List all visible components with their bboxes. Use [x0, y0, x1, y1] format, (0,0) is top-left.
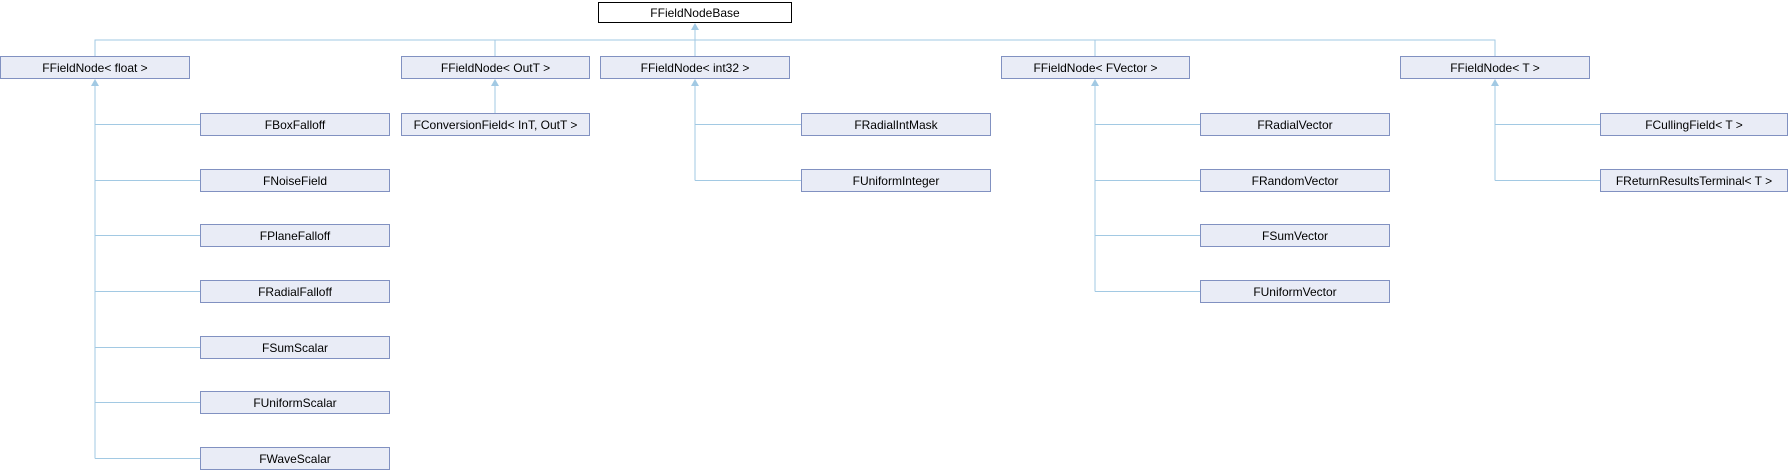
node-fconversionfield[interactable]: FConversionField< InT, OutT >: [401, 113, 590, 136]
edge-group-fvector: [1091, 79, 1200, 292]
edge-group-t: [1491, 79, 1600, 181]
node-fcullingfield[interactable]: FCullingField< T >: [1600, 113, 1788, 136]
node-fwavescalar[interactable]: FWaveScalar: [200, 447, 390, 470]
node-fboxfalloff[interactable]: FBoxFalloff: [200, 113, 390, 136]
arrowhead-t: [1491, 79, 1499, 86]
node-fsumscalar[interactable]: FSumScalar: [200, 336, 390, 359]
arrowhead-outt: [491, 79, 499, 86]
arrowhead-int32: [691, 79, 699, 86]
node-fsumvector[interactable]: FSumVector: [1200, 224, 1390, 247]
node-fradialfalloff[interactable]: FRadialFalloff: [200, 280, 390, 303]
node-ffieldnode-float[interactable]: FFieldNode< float >: [0, 56, 190, 79]
node-ffieldnodebase: FFieldNodeBase: [598, 2, 792, 23]
node-funiformvector[interactable]: FUniformVector: [1200, 280, 1390, 303]
node-fradialvector[interactable]: FRadialVector: [1200, 113, 1390, 136]
node-funiforminteger[interactable]: FUniformInteger: [801, 169, 991, 192]
node-frandomvector[interactable]: FRandomVector: [1200, 169, 1390, 192]
node-ffieldnode-outt[interactable]: FFieldNode< OutT >: [401, 56, 590, 79]
arrowhead-fvector: [1091, 79, 1099, 86]
edge-group-float: [91, 79, 200, 459]
node-funiformscalar[interactable]: FUniformScalar: [200, 391, 390, 414]
node-fplanefalloff[interactable]: FPlaneFalloff: [200, 224, 390, 247]
node-fnoisefield[interactable]: FNoiseField: [200, 169, 390, 192]
node-ffieldnode-fvector[interactable]: FFieldNode< FVector >: [1001, 56, 1190, 79]
edge-bus-top: [94, 23, 1496, 56]
edge-group-outt: [491, 79, 499, 113]
node-ffieldnode-t[interactable]: FFieldNode< T >: [1400, 56, 1590, 79]
node-fradialintmask[interactable]: FRadialIntMask: [801, 113, 991, 136]
edge-group-int32: [691, 79, 801, 181]
arrowhead-root: [691, 23, 699, 30]
node-freturnresultsterminal[interactable]: FReturnResultsTerminal< T >: [1600, 169, 1788, 192]
node-ffieldnode-int32[interactable]: FFieldNode< int32 >: [600, 56, 790, 79]
arrowhead-float: [91, 79, 99, 86]
